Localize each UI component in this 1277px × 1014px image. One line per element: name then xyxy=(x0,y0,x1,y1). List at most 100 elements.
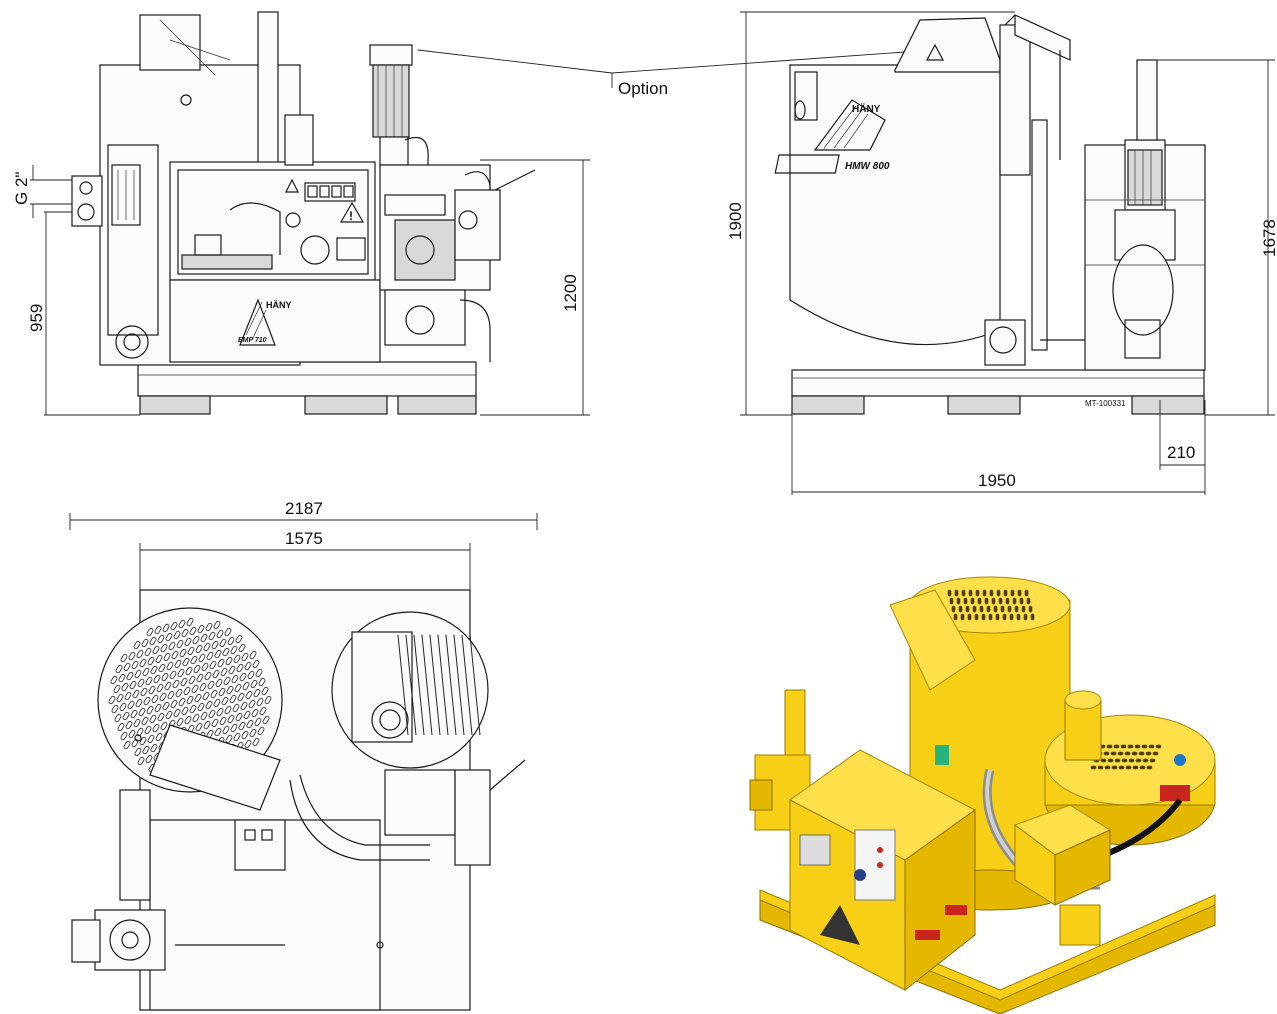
grate-slot xyxy=(235,634,243,644)
grate-slot xyxy=(237,692,245,702)
grate-slot xyxy=(1106,744,1113,749)
grate-slot xyxy=(258,677,266,687)
grate-slot xyxy=(264,695,272,705)
grate-slot xyxy=(1000,605,1005,613)
grate-slot xyxy=(977,597,982,605)
grate-slot xyxy=(205,622,213,632)
grate-slot xyxy=(191,684,199,694)
grate-slot xyxy=(163,652,171,662)
grate-slot xyxy=(1104,765,1111,770)
grate-slot xyxy=(984,597,989,605)
grate-slot xyxy=(245,690,253,700)
grate-slot xyxy=(212,669,220,679)
grate-slot xyxy=(207,680,215,690)
tank-grate xyxy=(947,589,1035,621)
grate-slot xyxy=(186,695,194,705)
grate-slot xyxy=(996,589,1001,597)
grate-slot xyxy=(208,631,216,641)
grate-slot xyxy=(963,597,968,605)
grate-slot xyxy=(1139,765,1146,770)
front-model-label: EMP 710 xyxy=(238,337,267,344)
grate-slot xyxy=(142,745,150,755)
grate-slot xyxy=(982,589,987,597)
grate-slot xyxy=(233,654,241,664)
grate-slot xyxy=(161,672,169,682)
grate-slot xyxy=(179,648,187,658)
grate-slot xyxy=(173,708,181,718)
grate-slot xyxy=(1012,597,1017,605)
grate-slot xyxy=(157,634,165,644)
grate-slot xyxy=(958,605,963,613)
grate-slot xyxy=(192,635,200,645)
grate-bar xyxy=(437,634,449,736)
grate-slot xyxy=(979,605,984,613)
grate-slot xyxy=(201,662,209,672)
grate-slot xyxy=(1026,597,1031,605)
grate-slot xyxy=(214,727,222,737)
top-view: 2187 1575 xyxy=(69,499,538,1011)
grate-slot xyxy=(138,707,146,717)
grate-slot xyxy=(949,597,954,605)
grate-slot xyxy=(1005,597,1010,605)
grate-slot xyxy=(168,641,176,651)
grate-slot xyxy=(199,682,207,692)
grate-slot xyxy=(1002,613,1007,621)
grate-slot xyxy=(198,653,206,663)
grate-slot xyxy=(140,687,148,697)
grate-slot xyxy=(1142,758,1149,763)
front-brand-label: HÄNY xyxy=(266,300,292,310)
grate-slot xyxy=(247,670,255,680)
grate-slot xyxy=(986,605,991,613)
grate-bar xyxy=(405,634,417,736)
grate-slot xyxy=(194,693,202,703)
grate-slot xyxy=(1021,605,1026,613)
grate-slot xyxy=(250,679,258,689)
grate-slot xyxy=(162,701,170,711)
grate-slot xyxy=(255,668,263,678)
grate-slot xyxy=(135,698,143,708)
grate-slot xyxy=(233,732,241,742)
grate-slot xyxy=(218,687,226,697)
dim-1200-label: 1200 xyxy=(561,274,580,312)
grate-slot xyxy=(192,713,200,723)
grate-slot xyxy=(1100,758,1107,763)
grate-slot xyxy=(133,718,141,728)
grate-slot xyxy=(225,656,233,666)
grate-slot xyxy=(195,644,203,654)
grate-slot xyxy=(120,653,128,663)
grate-slot xyxy=(150,743,158,753)
grate-slot xyxy=(176,639,184,649)
grate-slot xyxy=(954,589,959,597)
grate-slot xyxy=(211,640,219,650)
grate-slot xyxy=(119,702,127,712)
grate-slot xyxy=(148,685,156,695)
grate-slot xyxy=(195,722,203,732)
side-view: MT-100331 HÄNY HMW 800 xyxy=(726,11,1277,495)
grate-slot xyxy=(139,736,147,746)
grate-slot xyxy=(1141,744,1148,749)
grate-slot xyxy=(249,650,257,660)
grate-slot xyxy=(242,681,250,691)
grate-slot xyxy=(972,605,977,613)
grate-slot xyxy=(1148,744,1155,749)
grate-slot xyxy=(167,690,175,700)
grate-slot xyxy=(259,706,267,716)
grate-slot xyxy=(965,605,970,613)
grate-slot xyxy=(190,655,198,665)
grate-slot xyxy=(203,720,211,730)
grate-slot xyxy=(151,694,159,704)
grate-slot xyxy=(111,704,119,714)
grate-slot xyxy=(238,721,246,731)
grate-bar xyxy=(413,634,425,736)
grate-slot xyxy=(136,649,144,659)
grate-slot xyxy=(252,659,260,669)
grate-slot xyxy=(970,597,975,605)
grate-slot xyxy=(128,729,136,739)
grate-slot xyxy=(204,671,212,681)
grate-slot xyxy=(1127,744,1134,749)
grate-slot xyxy=(224,627,232,637)
grate-slot xyxy=(1138,751,1145,756)
grate-slot xyxy=(213,620,221,630)
grate-slot xyxy=(1135,758,1142,763)
grate-slot xyxy=(147,656,155,666)
